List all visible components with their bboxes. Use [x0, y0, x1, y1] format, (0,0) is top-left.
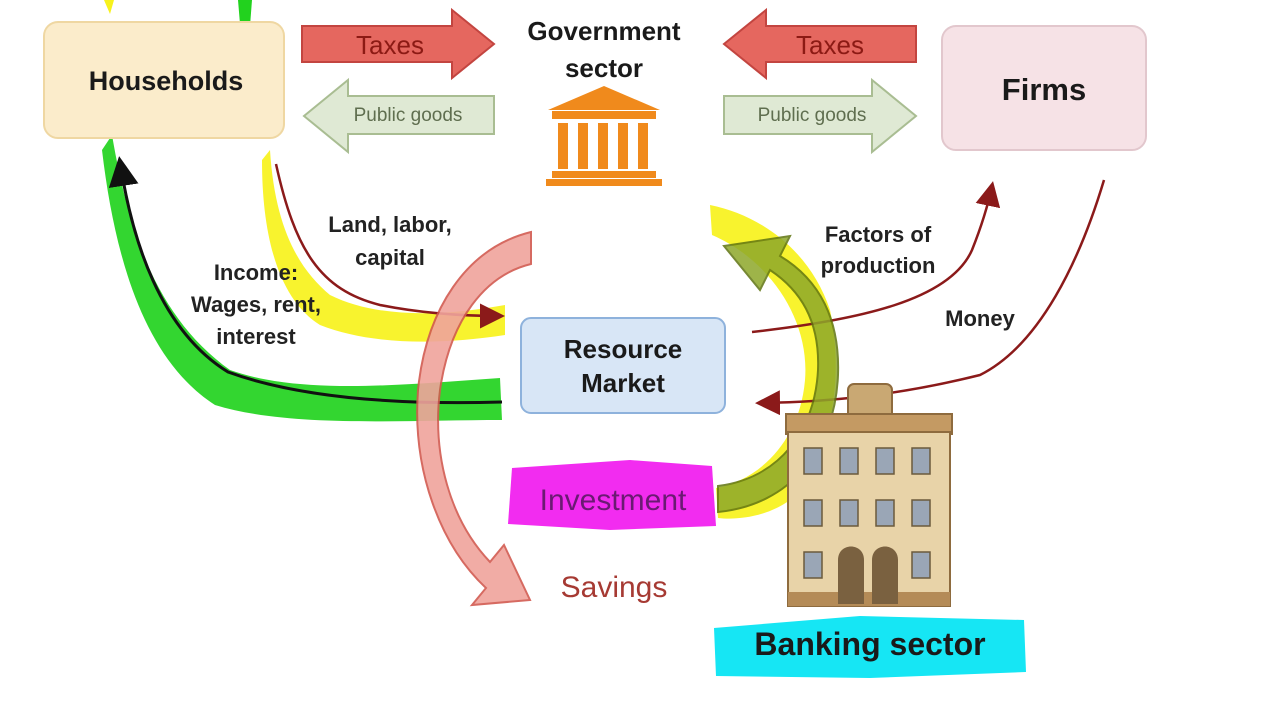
resource-market-node: Resource Market — [520, 317, 726, 414]
flow-labels: Land, labor, capital Income: Wages, rent… — [191, 212, 1016, 662]
money-label: Money — [945, 306, 1015, 331]
savings-label: Savings — [561, 571, 668, 604]
banking-sector-label: Banking sector — [754, 626, 985, 662]
land-labor-label-line2: capital — [355, 245, 425, 270]
highlight-top-yellow — [104, 0, 114, 14]
public-goods-label-right: Public goods — [758, 105, 867, 126]
public-goods-label-left: Public goods — [354, 105, 463, 126]
income-arrow — [108, 156, 503, 405]
factors-label-line1: Factors of — [825, 222, 932, 247]
income-label-line2: Wages, rent, — [191, 292, 321, 317]
taxes-label-right: Taxes — [796, 30, 864, 60]
taxes-label-left: Taxes — [356, 30, 424, 60]
taxes-arrow-right: Taxes — [722, 7, 917, 81]
factors-label-line2: production — [821, 253, 936, 278]
highlight-top-green — [238, 0, 252, 26]
households-label: Households — [89, 66, 244, 96]
resource-market-label-line2: Market — [581, 368, 665, 398]
firms-node: Firms — [941, 25, 1147, 151]
households-node: Households — [43, 21, 285, 139]
government-node: Government sector — [527, 16, 681, 186]
highlight-magenta-investment — [508, 460, 716, 530]
income-label-line1: Income: — [214, 260, 298, 285]
savings-arrow — [416, 230, 532, 607]
government-label-line1: Government — [527, 16, 680, 46]
bank-building-icon — [785, 383, 953, 607]
income-label-line3: interest — [216, 324, 296, 349]
government-label-line2: sector — [565, 53, 643, 83]
highlight-green-income — [102, 135, 502, 422]
public-goods-arrow-right: Public goods — [723, 77, 918, 155]
government-building-icon — [546, 86, 662, 186]
taxes-arrow-left: Taxes — [301, 7, 496, 81]
investment-label: Investment — [540, 484, 687, 517]
resource-market-label-line1: Resource — [564, 334, 683, 364]
land-labor-label-line1: Land, labor, — [328, 212, 451, 237]
highlight-yellow-land — [262, 150, 505, 342]
public-goods-arrow-left: Public goods — [302, 77, 495, 155]
highlight-cyan-banking — [714, 616, 1026, 678]
firms-label: Firms — [1002, 72, 1086, 107]
